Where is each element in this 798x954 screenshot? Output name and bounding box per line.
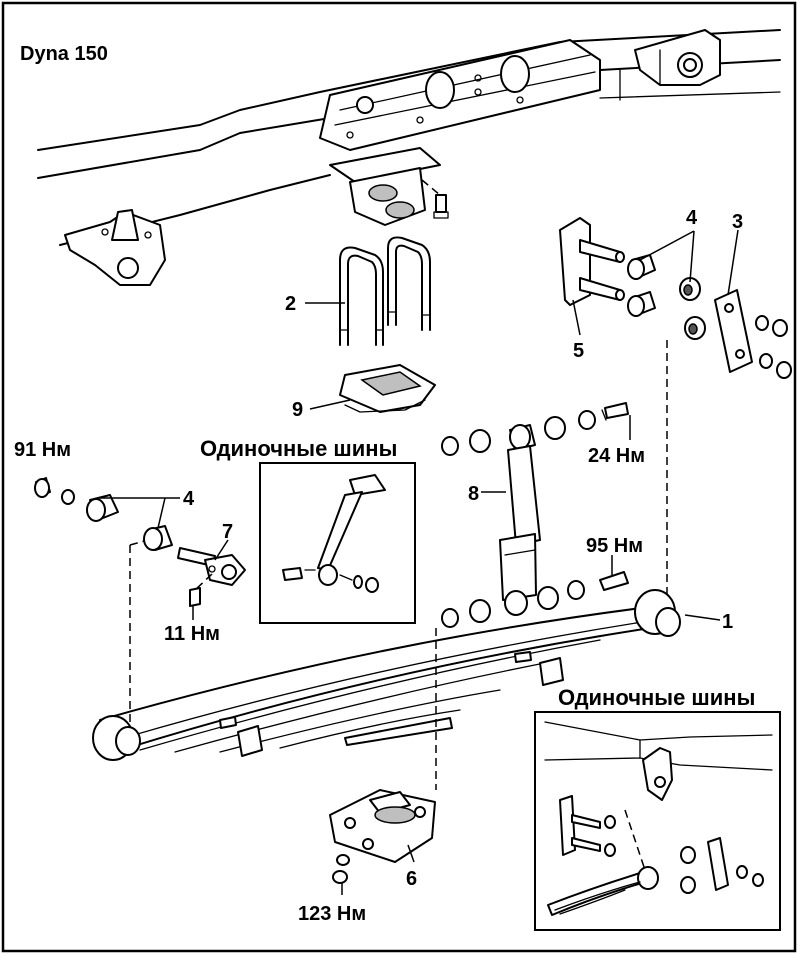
shock-absorber: [441, 402, 629, 628]
shackle-pin-plate: [559, 217, 625, 306]
torque-123: 123 Нм: [298, 903, 366, 925]
callout-5: 5: [573, 340, 584, 362]
shackle-plate: [714, 289, 753, 373]
axle-block: [329, 789, 436, 884]
inset-single-tires-rear: [534, 711, 781, 931]
shackle-bushings: [627, 254, 706, 340]
rear-spring-hanger: [634, 29, 721, 86]
u-bolts: [339, 236, 431, 346]
callout-4-front: 4: [183, 488, 195, 510]
callout-9: 9: [292, 399, 303, 421]
inset-single-tires-shock: [259, 462, 416, 624]
callout-6: 6: [406, 868, 417, 890]
front-spring-hanger: [64, 209, 166, 286]
torque-24: 24 Нм: [588, 445, 645, 467]
cross-member: [319, 39, 601, 151]
front-pin-parts: [34, 477, 246, 607]
callout-8: 8: [468, 483, 479, 505]
callout-3: 3: [732, 211, 743, 233]
callout-1: 1: [722, 611, 733, 633]
front-pin-dashed-path: [129, 537, 156, 546]
diagram-title: Dyna 150: [20, 43, 108, 65]
inset-title-rear: Одиночные шины: [558, 685, 755, 710]
callout-4-shackle: 4: [686, 207, 698, 229]
torque-11: 11 Нм: [164, 623, 220, 645]
leaf-spring: [92, 589, 681, 761]
spring-seat: [339, 364, 436, 413]
callout-2: 2: [285, 293, 296, 315]
frame-rail: [37, 29, 781, 246]
torque-91: 91 Нм: [14, 439, 71, 461]
bump-stopper: [329, 147, 449, 226]
callout-7: 7: [222, 521, 233, 543]
inset-title-shock: Одиночные шины: [200, 436, 397, 461]
leader-lines: [100, 229, 739, 895]
torque-95: 95 Нм: [586, 535, 643, 557]
shackle-nuts: [755, 315, 792, 379]
